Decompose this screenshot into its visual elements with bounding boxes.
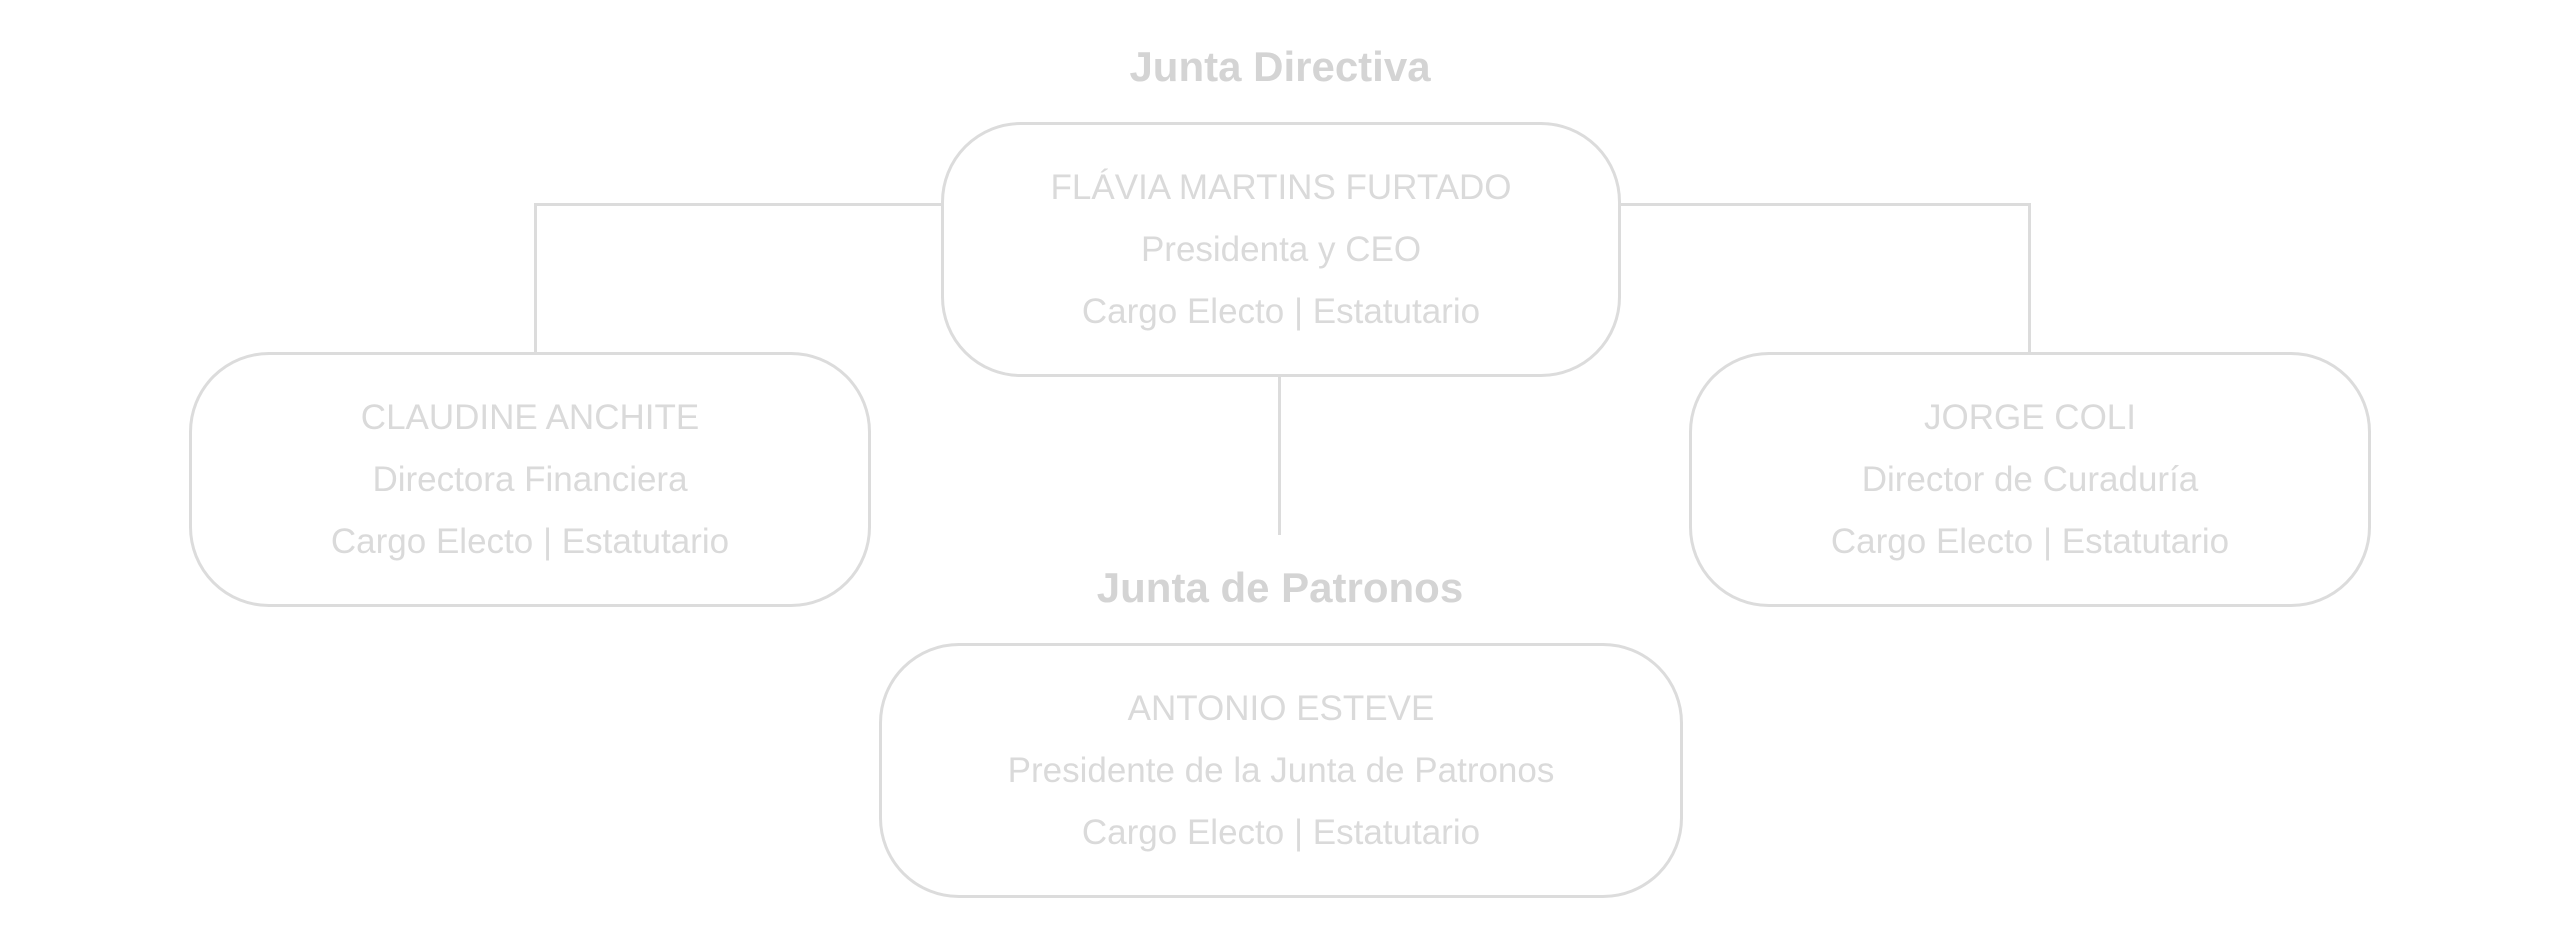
curator-director-card: JORGE COLI Director de Curaduría Cargo E… [1689,352,2371,607]
member-role: Director de Curaduría [1861,459,2199,499]
member-type: Cargo Electo | Estatutario [330,521,730,561]
member-role: Directora Financiera [372,459,688,499]
member-type: Cargo Electo | Estatutario [1081,291,1481,331]
member-type: Cargo Electo | Estatutario [1830,521,2230,561]
member-name: ANTONIO ESTEVE [1127,688,1435,728]
connector-right-vertical [2028,203,2031,355]
finance-director-card: CLAUDINE ANCHITE Directora Financiera Ca… [189,352,871,607]
connector-left-horizontal [534,203,942,206]
member-name: FLÁVIA MARTINS FURTADO [1050,167,1512,207]
board-heading: Junta Directiva [1129,43,1431,90]
president-card: FLÁVIA MARTINS FURTADO Presidenta y CEO … [941,122,1621,377]
connector-right-horizontal [1619,203,2031,206]
connector-center-vertical [1278,375,1281,535]
member-type: Cargo Electo | Estatutario [1081,812,1481,852]
member-role: Presidente de la Junta de Patronos [1007,750,1555,790]
connector-left-vertical [534,203,537,355]
patrons-president-card: ANTONIO ESTEVE Presidente de la Junta de… [879,643,1683,898]
member-role: Presidenta y CEO [1140,229,1422,269]
member-name: JORGE COLI [1924,397,2136,437]
member-name: CLAUDINE ANCHITE [360,397,700,437]
patrons-heading: Junta de Patronos [1096,564,1464,611]
